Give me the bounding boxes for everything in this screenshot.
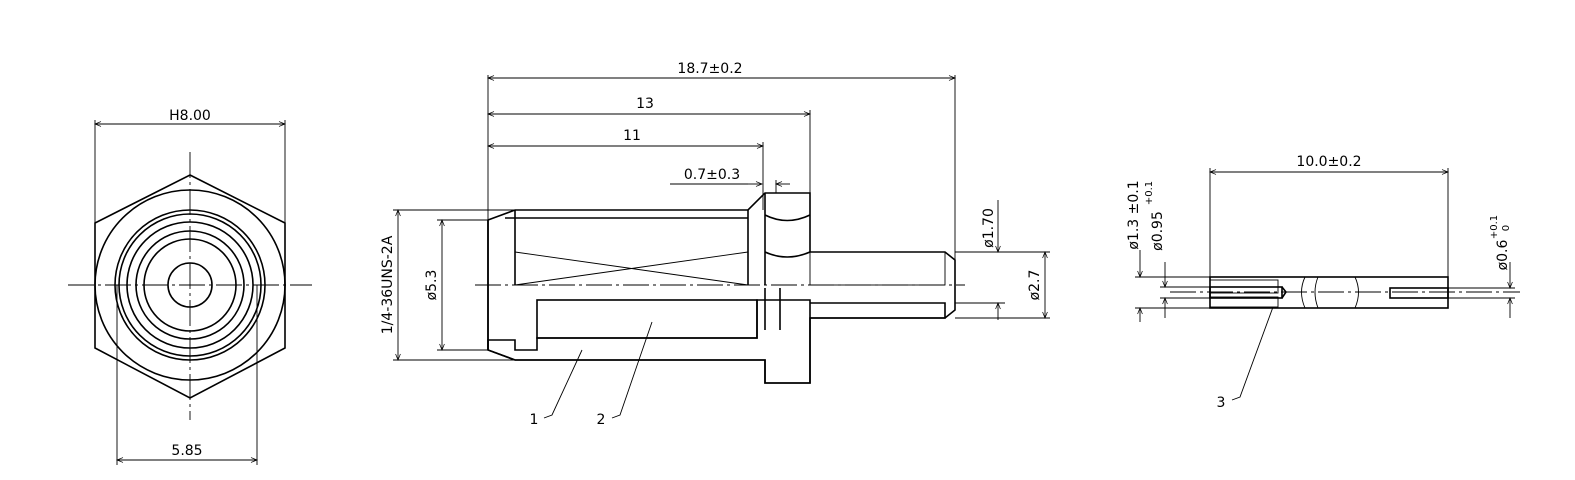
dim-pin-tip-tol-upper: +0.1 xyxy=(1489,215,1500,239)
dim-thread-spec: 1/4-36UNS-2A xyxy=(380,209,515,361)
dim-pin-outer-dia-label: ø1.3 ±0.1 xyxy=(1126,180,1142,249)
dim-bore-dia-label: ø5.3 xyxy=(424,270,440,301)
callout-2-label: 2 xyxy=(597,412,606,428)
body-outline xyxy=(487,192,956,384)
dim-face-dia-label: 5.85 xyxy=(171,443,202,459)
pin-view: 10.0±0.2 ø1.3 ±0.1 ø0.95 +0.1 ø0.6 +0.1 … xyxy=(1126,154,1520,411)
dim-bore-dia: ø5.3 xyxy=(424,219,488,351)
dim-hex-end: 13 xyxy=(487,96,811,193)
dim-tail-inner-dia: ø1.70 xyxy=(955,200,1005,320)
dielectric-insert xyxy=(536,299,758,339)
pin-tip-bore xyxy=(1389,287,1449,299)
dim-gap-label: 0.7±0.3 xyxy=(684,167,740,183)
dim-face-dia: 5.85 xyxy=(116,285,258,465)
dim-pin-length: 10.0±0.2 xyxy=(1209,154,1449,277)
callout-3-label: 3 xyxy=(1217,395,1226,411)
dim-pin-tip-tol-lower: 0 xyxy=(1501,225,1512,231)
dim-hex-width-label: H8.00 xyxy=(169,108,211,124)
dim-tail-inner-dia-label: ø1.70 xyxy=(981,208,997,248)
dim-pin-tip-dia-label: ø0.6 xyxy=(1495,239,1511,270)
callout-1: 1 xyxy=(530,349,583,428)
front-view: H8.00 5.85 xyxy=(68,108,312,465)
callout-3: 3 xyxy=(1217,306,1274,411)
dim-hex-end-label: 13 xyxy=(636,96,654,112)
pin-body xyxy=(1209,276,1449,309)
dim-pin-length-label: 10.0±0.2 xyxy=(1296,154,1361,170)
tail-insulation xyxy=(809,251,946,286)
dim-pin-socket-tol: +0.1 xyxy=(1144,181,1155,205)
dim-pin-outer-dia: ø1.3 ±0.1 xyxy=(1126,180,1210,322)
dim-gap: 0.7±0.3 xyxy=(670,167,790,193)
dim-thread-end-label: 11 xyxy=(623,128,641,144)
callout-1-label: 1 xyxy=(530,412,539,428)
dim-pin-socket-dia: ø0.95 +0.1 xyxy=(1144,181,1210,318)
callout-2: 2 xyxy=(597,321,653,428)
dim-pin-tip-dia: ø0.6 +0.1 0 xyxy=(1448,215,1515,318)
section-view: 18.7±0.2 13 11 0.7±0.3 1/4-36UNS-2A xyxy=(380,61,1050,428)
front-centerlines xyxy=(68,152,312,420)
pin-socket xyxy=(1209,286,1283,299)
dim-overall-length: 18.7±0.2 xyxy=(487,61,956,260)
dim-tail-outer-dia: ø2.7 xyxy=(955,251,1050,319)
body-section-hatch xyxy=(487,299,946,384)
dim-overall-length-label: 18.7±0.2 xyxy=(677,61,742,77)
dim-hex-width: H8.00 xyxy=(94,108,286,223)
dim-thread-spec-label: 1/4-36UNS-2A xyxy=(380,235,396,334)
dim-thread-end: 11 xyxy=(487,128,764,210)
dim-tail-outer-dia-label: ø2.7 xyxy=(1027,270,1043,301)
dim-pin-socket-dia-label: ø0.95 xyxy=(1150,211,1166,251)
